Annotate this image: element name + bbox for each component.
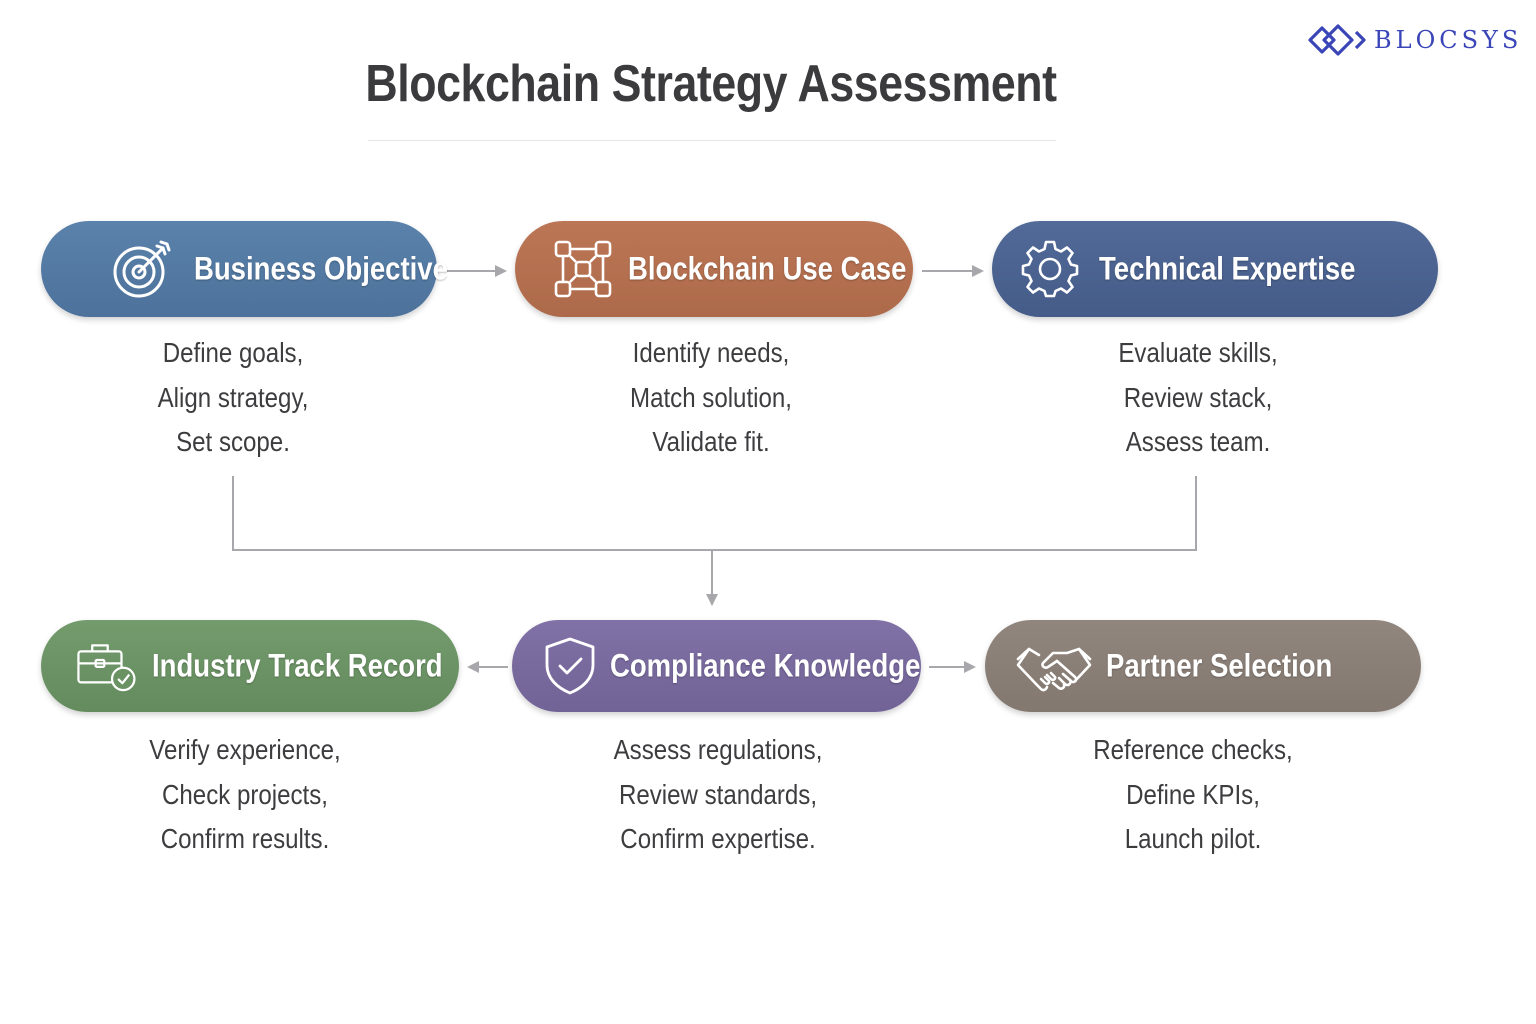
node-description: Define goals, Align strategy, Set scope. <box>83 331 383 465</box>
node-partner-selection: Partner Selection <box>985 620 1421 712</box>
description-line: Align strategy, <box>157 381 309 413</box>
description-line: Match solution, <box>630 381 792 413</box>
gear-icon <box>1019 238 1081 300</box>
target-icon <box>111 238 173 300</box>
brand-name: BLOCSYS <box>1374 26 1523 54</box>
description-line: Evaluate skills, <box>1118 337 1278 368</box>
page-title: Blockchain Strategy Assessment <box>365 55 1057 113</box>
description-line: Review stack, <box>1123 381 1273 413</box>
node-label: Business Objective <box>194 250 448 287</box>
brand-logo: BLOCSYS <box>1306 18 1522 62</box>
title-divider <box>368 140 1056 141</box>
description-line: Assess regulations, <box>613 734 823 765</box>
node-industry-track-record: Industry Track Record <box>41 620 459 712</box>
node-label: Blockchain Use Case <box>628 250 907 287</box>
description-line: Reference checks, <box>1093 734 1293 765</box>
description-line: Define goals, <box>162 337 304 368</box>
node-business-objective: Business Objective <box>41 221 448 317</box>
description-line: Confirm expertise. <box>620 823 816 854</box>
blocsys-logo-icon <box>1308 24 1366 56</box>
node-description: Verify experience, Check projects, Confi… <box>95 728 395 862</box>
node-compliance-knowledge: Compliance Knowledge <box>512 620 921 712</box>
handshake-icon <box>1015 635 1093 697</box>
description-line: Launch pilot. <box>1124 823 1262 854</box>
description-line: Set scope. <box>176 426 290 457</box>
node-technical-expertise: Technical Expertise <box>992 221 1438 317</box>
node-label: Industry Track Record <box>152 647 443 684</box>
description-line: Validate fit. <box>652 426 770 457</box>
blockchain-network-icon <box>552 238 614 300</box>
description-line: Review standards, <box>618 778 818 810</box>
description-line: Define KPIs, <box>1126 778 1260 810</box>
description-line: Assess team. <box>1125 426 1271 457</box>
node-description: Identify needs, Match solution, Validate… <box>561 331 861 465</box>
briefcase-check-icon <box>75 635 137 697</box>
description-line: Verify experience, <box>149 734 341 765</box>
node-description: Evaluate skills, Review stack, Assess te… <box>1048 331 1348 465</box>
description-line: Identify needs, <box>632 337 790 368</box>
node-label: Technical Expertise <box>1099 250 1356 287</box>
node-description: Assess regulations, Review standards, Co… <box>568 728 868 862</box>
node-label: Partner Selection <box>1106 647 1333 684</box>
node-label: Compliance Knowledge <box>610 647 921 684</box>
bracket-connector <box>232 476 1197 551</box>
shield-check-icon <box>539 635 601 697</box>
description-line: Confirm results. <box>160 823 330 854</box>
node-blockchain-use-case: Blockchain Use Case <box>515 221 913 317</box>
description-line: Check projects, <box>162 778 328 810</box>
node-description: Reference checks, Define KPIs, Launch pi… <box>1043 728 1343 862</box>
